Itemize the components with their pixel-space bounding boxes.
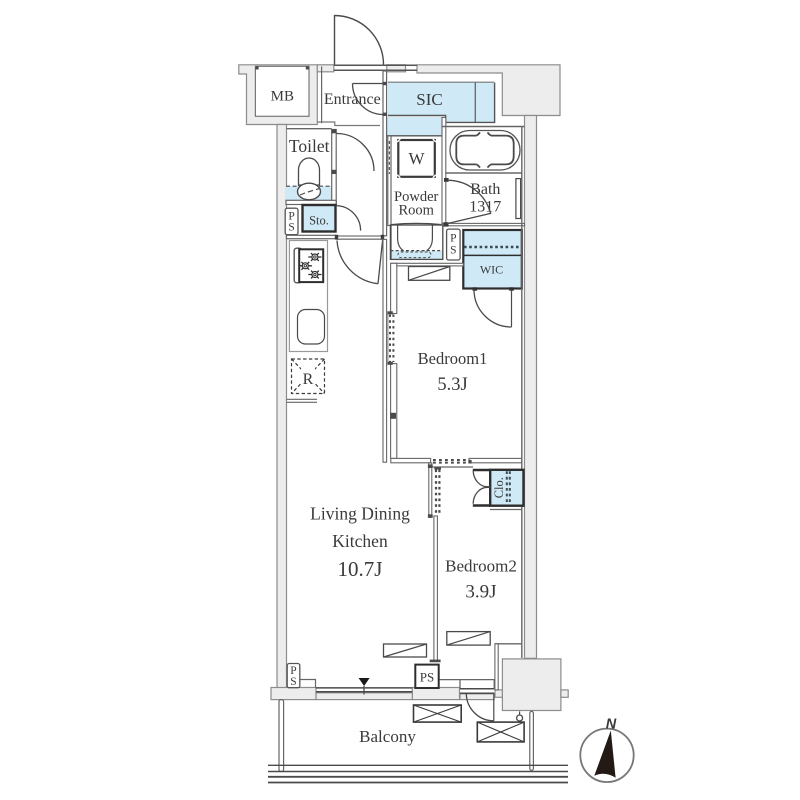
- svg-text:Kitchen: Kitchen: [332, 531, 388, 551]
- svg-text:P: P: [288, 211, 294, 223]
- svg-text:PS: PS: [420, 670, 434, 685]
- svg-text:SIC: SIC: [416, 90, 442, 109]
- svg-text:P: P: [450, 233, 456, 245]
- svg-text:Toilet: Toilet: [289, 136, 330, 156]
- svg-text:W: W: [408, 149, 425, 168]
- svg-text:Clo.: Clo.: [492, 477, 506, 498]
- svg-text:Sto.: Sto.: [309, 214, 329, 228]
- svg-text:3.9J: 3.9J: [465, 582, 496, 603]
- svg-text:Living Dining: Living Dining: [310, 504, 410, 524]
- svg-text:MB: MB: [271, 89, 294, 105]
- svg-text:Room: Room: [398, 203, 434, 219]
- svg-text:5.3J: 5.3J: [437, 375, 467, 395]
- svg-text:Bath: Bath: [470, 181, 500, 198]
- svg-text:Bedroom1: Bedroom1: [418, 349, 488, 368]
- svg-text:S: S: [290, 676, 296, 688]
- svg-text:Entrance: Entrance: [324, 91, 381, 108]
- svg-text:10.7J: 10.7J: [338, 557, 383, 581]
- svg-text:R: R: [303, 371, 314, 388]
- svg-text:S: S: [450, 245, 456, 257]
- svg-text:Balcony: Balcony: [359, 727, 416, 746]
- svg-text:S: S: [288, 222, 294, 234]
- svg-text:Bedroom2: Bedroom2: [445, 557, 517, 576]
- svg-text:Powder: Powder: [394, 189, 438, 205]
- svg-text:N: N: [606, 717, 617, 733]
- svg-text:P: P: [290, 665, 296, 677]
- svg-text:WIC: WIC: [480, 263, 503, 277]
- svg-text:1317: 1317: [469, 199, 501, 216]
